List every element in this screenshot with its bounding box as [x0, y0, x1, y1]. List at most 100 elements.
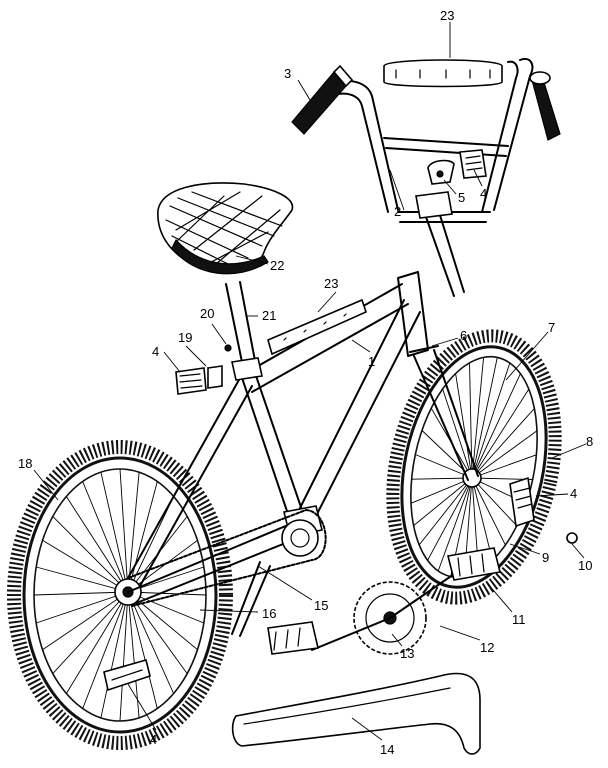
leader-9	[509, 543, 541, 555]
callout-5: 5	[458, 190, 465, 205]
handlebar-right-inner	[481, 60, 519, 213]
callout-23-mid: 23	[324, 276, 338, 291]
chain-guard-edge	[243, 687, 451, 725]
right-grip-end	[529, 71, 551, 85]
callout-9: 9	[542, 550, 549, 565]
front-spoke	[442, 388, 473, 479]
leader-19	[185, 345, 207, 367]
leader-20	[211, 323, 227, 345]
leader-7	[505, 331, 549, 381]
pedal-right-tread	[457, 553, 485, 577]
chain-guard	[231, 672, 481, 755]
rear-spoke	[127, 591, 175, 694]
rear-spoke	[127, 591, 188, 674]
chain-stay	[127, 519, 309, 605]
down-tube	[299, 299, 421, 517]
leader-6	[431, 337, 459, 347]
front-spoke	[471, 454, 537, 479]
top-pad	[267, 298, 367, 356]
front-fork	[409, 345, 479, 481]
front-spoke	[455, 373, 473, 479]
stem-clamp	[415, 191, 453, 219]
bar-pad	[383, 59, 503, 88]
rear-spoke	[119, 591, 129, 722]
callout-23-top: 23	[440, 8, 454, 23]
chain-guard-body	[231, 672, 481, 755]
front-spoke	[471, 477, 493, 561]
callout-22: 22	[270, 258, 284, 273]
chain-loop	[305, 509, 327, 561]
rear-tire-tread	[7, 440, 233, 750]
front-spoke	[413, 477, 473, 526]
bar-pad-seam	[395, 69, 491, 79]
front-spoke	[471, 357, 498, 479]
rear-spoke	[52, 516, 129, 593]
callout-4-left: 4	[152, 344, 159, 359]
callout-4-top: 4	[480, 186, 487, 201]
top-pad-dots	[283, 313, 347, 341]
handlebar-crossbar	[383, 137, 509, 157]
front-spoke	[471, 373, 521, 479]
leader-5	[443, 179, 457, 195]
front-spoke	[418, 477, 473, 546]
leader-lines	[33, 22, 587, 741]
rear-spoke	[127, 472, 140, 593]
rear-spoke	[100, 472, 129, 593]
leader-11	[487, 583, 513, 613]
front-reflector-lines	[513, 487, 533, 509]
rear-spoke	[36, 566, 129, 593]
saddle-quilt	[165, 191, 283, 269]
head-tube	[397, 271, 429, 357]
callout-19: 19	[178, 330, 192, 345]
front-hub	[462, 468, 482, 488]
callout-15: 15	[314, 598, 328, 613]
pedal-left-tread	[273, 627, 301, 651]
callout-2: 2	[394, 204, 401, 219]
leader-4-left	[163, 351, 181, 373]
crank-arm-right	[389, 569, 461, 619]
front-spoke	[471, 357, 485, 479]
left-grip-end	[332, 64, 354, 88]
handlebar-left-inner	[337, 92, 389, 213]
callout-16: 16	[262, 606, 276, 621]
seat-clamp	[231, 357, 263, 381]
callout-21: 21	[262, 308, 276, 323]
front-spoke	[437, 477, 473, 572]
leader-4-mid	[535, 493, 569, 497]
fork-leg-left	[413, 355, 469, 481]
front-tire	[400, 345, 548, 589]
left-grip	[291, 71, 347, 135]
chain	[127, 509, 327, 607]
rear-reflector-mark	[111, 669, 143, 681]
rear-spoke	[100, 591, 129, 718]
seat-stay	[127, 377, 253, 587]
front-reflector	[509, 476, 535, 528]
leader-22	[235, 255, 269, 265]
leader-10	[571, 543, 585, 559]
leader-23-mid	[317, 291, 337, 313]
rear-spoke	[42, 539, 129, 593]
leader-12	[439, 625, 481, 641]
front-spoke	[471, 388, 530, 479]
seat-tube	[239, 369, 305, 521]
leader-14	[351, 717, 383, 741]
seat-bolt	[224, 344, 232, 352]
rear-spoke	[82, 591, 129, 709]
leader-15	[257, 565, 313, 601]
small-nut-10	[566, 532, 578, 544]
rear-spoke	[119, 468, 129, 593]
callout-14: 14	[380, 742, 394, 757]
pedal-left	[267, 621, 319, 655]
leader-8	[551, 443, 587, 459]
callout-6: 6	[460, 328, 467, 343]
rear-spoke	[33, 591, 129, 596]
front-spoke	[471, 477, 506, 546]
crank-arm-left	[311, 617, 391, 651]
chain-upper	[127, 509, 307, 579]
callout-13: 13	[400, 646, 414, 661]
rear-tire	[22, 456, 218, 734]
front-spoke	[410, 477, 473, 504]
fork-leg-right	[433, 349, 479, 477]
right-grip	[531, 75, 561, 141]
saddle-base	[171, 238, 269, 275]
